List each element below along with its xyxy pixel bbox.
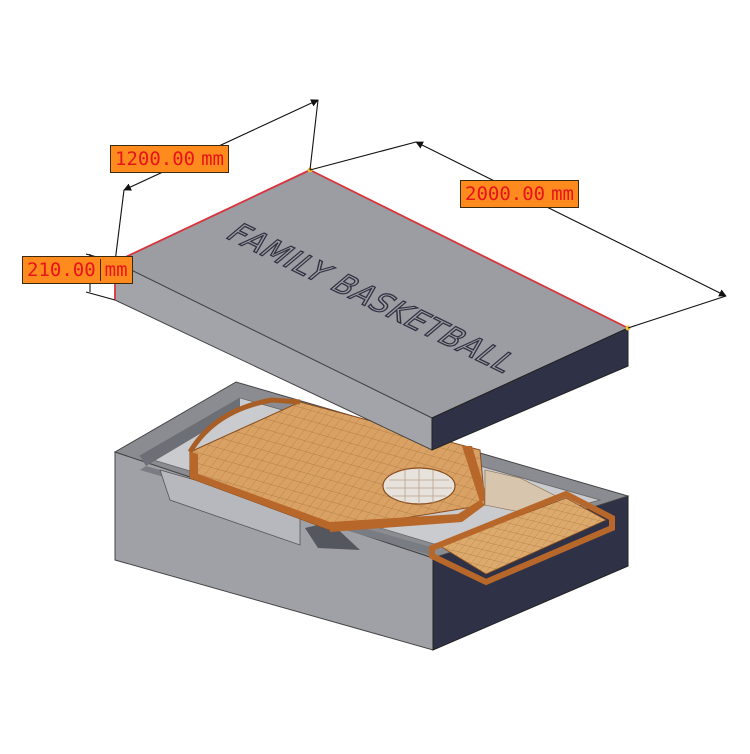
dim-width-extension-2: [114, 189, 125, 263]
dim-length-value: 2000.00: [465, 183, 546, 205]
dim-width-unit: mm: [201, 148, 224, 170]
lid-right-face: [431, 327, 629, 451]
dimension-lines: [85, 99, 727, 329]
dim-length-extension-1: [309, 141, 417, 171]
dim-length-extension-2: [627, 295, 727, 329]
court-small-panel: [429, 490, 615, 586]
dim-length-unit: mm: [551, 183, 574, 205]
court-arc-frame: [187, 397, 301, 454]
small-panel-rail: [429, 490, 615, 586]
court-circle-grid: [386, 468, 452, 504]
court-end-rail: [330, 500, 485, 532]
dim-height-unit: mm: [99, 259, 128, 281]
dim-length-line: [415, 141, 727, 297]
dim-width-value: 1200.00: [115, 148, 196, 170]
dim-width-extension-1: [309, 99, 319, 171]
court-right-rail: [462, 446, 488, 502]
dim-height-extension-2: [85, 291, 116, 301]
tray-slot: [305, 522, 360, 550]
court-side-rail: [190, 452, 330, 530]
tray-inner-wall-back: [140, 398, 240, 466]
dim-height-value: 210.00: [27, 259, 96, 281]
